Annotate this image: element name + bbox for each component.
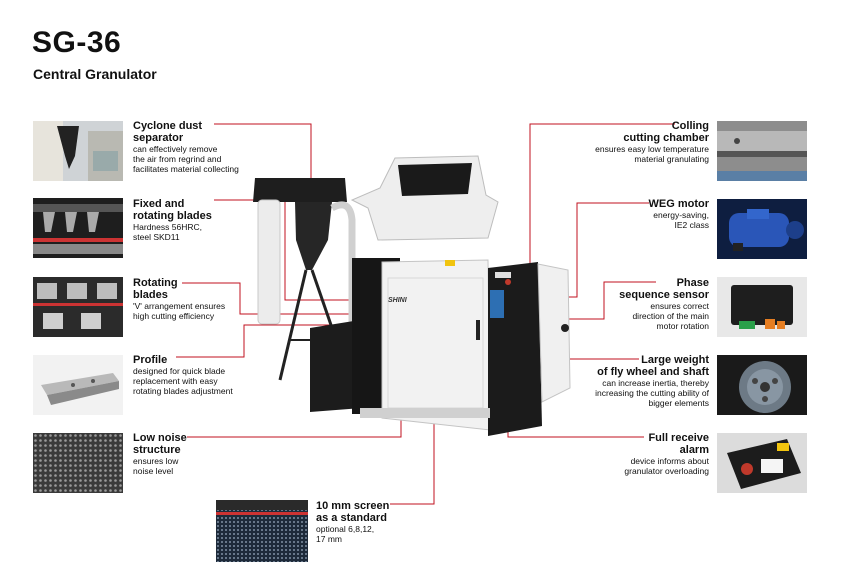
feature-phase-desc-2: direction of the main: [632, 311, 709, 321]
feature-rotating-title-2: blades: [133, 289, 168, 301]
feature-cooling-desc-2: material granulating: [634, 154, 709, 164]
feature-cooling-title-1: Colling: [671, 120, 709, 132]
thumbnail-motor: [717, 199, 807, 259]
emergency-stop: [505, 279, 511, 285]
control-cabinet: [488, 262, 542, 436]
thumbnail-screen: [216, 500, 308, 562]
cyclone-cone: [295, 202, 332, 270]
rotating-blades-photo-icon: [33, 277, 123, 337]
cooling-chamber-photo-icon: [717, 121, 807, 181]
feature-cyclone-title-1: Cyclone dust: [133, 120, 203, 132]
feature-motor-title-1: WEG motor: [648, 198, 710, 210]
feature-profile: Profile designed for quick blade replace…: [133, 354, 233, 396]
feature-screen-desc-1: optional 6,8,12,: [316, 524, 375, 534]
hopper-opening: [398, 163, 472, 196]
cyclone-top: [253, 178, 347, 202]
feature-screen-title-2: as a standard: [316, 512, 387, 524]
feature-blades: Fixed and rotating blades Hardness 56HRC…: [133, 198, 212, 242]
thumbnail-cooling: [717, 121, 807, 181]
thumbnail-cyclone: [33, 121, 123, 181]
control-panel-sticker: [490, 290, 504, 318]
feature-cyclone-desc-2: the air from regrind and: [133, 154, 222, 164]
thumbnail-profile: [33, 355, 123, 415]
thumbnail-phase-sensor: [717, 277, 807, 337]
feature-noise-desc-2: noise level: [133, 466, 174, 476]
feature-alarm-title-1: Full receive: [648, 432, 709, 444]
granulator-illustration: SHINI: [253, 155, 571, 436]
feature-rotating: Rotating blades 'V' arrangement ensures …: [133, 277, 225, 321]
feature-cooling-title-2: cutting chamber: [623, 132, 709, 144]
profile-photo-icon: [33, 355, 123, 415]
feature-profile-desc-2: replacement with easy: [133, 376, 218, 386]
feature-screen: 10 mm screen as a standard optional 6,8,…: [316, 500, 389, 544]
feature-cooling-desc-1: ensures easy low temperature: [595, 144, 709, 154]
feature-flywheel-desc-2: increasing the cutting ability of: [595, 388, 709, 398]
motor-photo-icon: [717, 199, 807, 259]
noise-foam-icon: [33, 433, 123, 493]
feature-flywheel-title-1: Large weight: [641, 354, 709, 366]
feature-rotating-title-1: Rotating: [133, 277, 178, 289]
thumbnail-alarm: [717, 433, 807, 493]
machine-body: [381, 259, 491, 431]
thumbnail-blades: [33, 198, 123, 258]
blades-photo-icon: [33, 198, 123, 258]
feature-flywheel: Large weight of fly wheel and shaft can …: [595, 354, 709, 408]
feature-blades-desc-2: steel SKD11: [133, 232, 180, 242]
feature-flywheel-desc-1: can increase inertia, thereby: [602, 378, 709, 388]
feature-screen-desc-2: 17 mm: [316, 534, 342, 544]
feature-alarm-title-2: alarm: [679, 444, 709, 456]
feature-blades-title-1: Fixed and: [133, 198, 185, 210]
alarm-panel-photo-icon: [717, 433, 807, 493]
feature-motor-desc-2: IE2 class: [674, 220, 710, 230]
feature-noise-desc-1: ensures low: [133, 456, 179, 466]
feature-motor: WEG motor energy-saving, IE2 class: [649, 198, 710, 230]
feature-screen-title-1: 10 mm screen: [316, 500, 390, 512]
cyclone-photo-icon: [33, 121, 123, 181]
feature-alarm: Full receive alarm device informs about …: [624, 432, 709, 476]
feature-rotating-desc-1: 'V' arrangement ensures: [133, 301, 226, 311]
feature-alarm-desc-1: device informs about: [630, 456, 709, 466]
thumbnail-noise: [33, 433, 123, 493]
feature-cyclone-title-2: separator: [133, 132, 184, 144]
feature-flywheel-title-2: of fly wheel and shaft: [597, 366, 709, 378]
feature-blades-desc-1: Hardness 56HRC,: [133, 222, 202, 232]
feature-phase-title-1: Phase: [676, 277, 709, 289]
thumbnail-flywheel: [717, 355, 807, 415]
feature-noise: Low noise structure ensures low noise le…: [133, 432, 187, 476]
feature-cooling: Colling cutting chamber ensures easy low…: [595, 120, 709, 164]
feature-noise-title-1: Low noise: [133, 432, 187, 444]
feature-phase: Phase sequence sensor ensures correct di…: [619, 277, 709, 331]
feature-profile-title-1: Profile: [133, 354, 168, 366]
thumbnail-rotating-blades: [33, 277, 123, 337]
feature-alarm-desc-2: granulator overloading: [624, 466, 709, 476]
feature-phase-desc-3: motor rotation: [656, 321, 709, 331]
feature-noise-title-2: structure: [133, 444, 181, 456]
dust-bag: [257, 199, 281, 325]
feature-cyclone-desc-1: can effectively remove: [133, 144, 218, 154]
feature-motor-desc-1: energy-saving,: [653, 210, 709, 220]
brand-label: SHINI: [388, 297, 408, 304]
feature-flywheel-desc-3: bigger elements: [648, 398, 709, 408]
flywheel-cover: [537, 263, 571, 403]
feature-phase-desc-1: ensures correct: [650, 301, 709, 311]
left-cabinet: [310, 320, 362, 412]
page-subtitle: Central Granulator: [33, 66, 157, 82]
feature-cyclone-desc-3: facilitates material collecting: [133, 164, 239, 174]
page-title: SG-36: [32, 26, 122, 59]
feature-profile-desc-3: rotating blades adjustment: [133, 386, 233, 396]
feature-rotating-desc-2: high cutting efficiency: [133, 311, 215, 321]
feature-cyclone: Cyclone dust separator can effectively r…: [133, 120, 239, 174]
feature-profile-desc-1: designed for quick blade: [133, 366, 226, 376]
screen-mesh-icon: [216, 500, 308, 562]
phase-sensor-photo-icon: [717, 277, 807, 337]
suction-pipe: [330, 201, 356, 325]
feature-phase-title-2: sequence sensor: [619, 289, 709, 301]
flywheel-photo-icon: [717, 355, 807, 415]
feature-blades-title-2: rotating blades: [133, 210, 212, 222]
